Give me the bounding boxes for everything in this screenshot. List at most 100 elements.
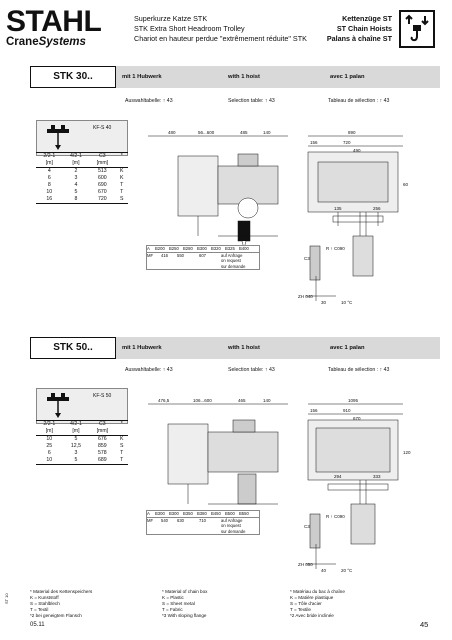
cell: K bbox=[119, 436, 124, 442]
cell: 689 bbox=[98, 457, 107, 463]
cell: B500 bbox=[225, 511, 235, 516]
cell: T bbox=[120, 189, 124, 195]
cell: B200 bbox=[155, 246, 165, 251]
cell: S bbox=[119, 196, 124, 202]
cell: B300 bbox=[155, 511, 165, 516]
dim-label: 106...600 bbox=[193, 398, 212, 403]
col-head: 2/2-1 bbox=[43, 421, 56, 427]
col-head: C3 bbox=[99, 421, 106, 427]
cell: 8 bbox=[74, 196, 78, 202]
cell: 10 bbox=[46, 436, 53, 442]
cell: 550 bbox=[177, 252, 184, 258]
footnotes-fr: * Matériau du bac à chaîne K = Matière p… bbox=[290, 589, 345, 619]
cell: 10 bbox=[46, 457, 53, 463]
footnote-line: K = Kunststoff bbox=[30, 595, 59, 600]
selection-de: Auswahltabelle: ↑ 43 bbox=[125, 98, 173, 104]
cell: B400 bbox=[239, 246, 249, 251]
dim-label: ZH 050 bbox=[298, 562, 313, 567]
dim-label: 40 bbox=[321, 568, 327, 573]
dim-label: 140 bbox=[263, 398, 271, 403]
cell: 6 bbox=[47, 175, 51, 181]
header-title-block: Superkurze Katze STK STK Extra Short Hea… bbox=[134, 14, 307, 44]
trolley-icon-box: KF-S 40 bbox=[36, 120, 128, 156]
hoist-fr: avec 1 palan bbox=[330, 74, 365, 80]
page-number: 45 bbox=[420, 620, 429, 629]
cell: K bbox=[119, 168, 124, 174]
cell: B325 bbox=[225, 246, 235, 251]
stahl-logo: STAHL bbox=[6, 5, 102, 38]
hoist-en: with 1 hoist bbox=[228, 345, 260, 351]
cell: 25 bbox=[46, 443, 53, 449]
cell: T bbox=[120, 182, 124, 188]
cell: 859 bbox=[98, 443, 107, 449]
footnote-line: S = Sheet metal bbox=[162, 601, 195, 606]
dim-label: 490 bbox=[353, 148, 361, 153]
dim-label: 156 bbox=[310, 140, 318, 145]
section-bar-stk30 bbox=[30, 66, 440, 88]
footnote-line: *2 bei geneigtem Flansch bbox=[30, 613, 82, 618]
footnote-line: *2 Avec bride inclinée bbox=[290, 613, 334, 618]
right-en: ST Chain Hoists bbox=[336, 24, 392, 33]
dim-label: 485 bbox=[240, 130, 248, 135]
dim-label: 333 bbox=[373, 474, 381, 479]
cell: 16 bbox=[46, 196, 53, 202]
unit bbox=[115, 160, 128, 168]
cell: 5 bbox=[74, 436, 78, 442]
side-code: ST 10 bbox=[4, 593, 9, 604]
footnote-line: K = Plastic bbox=[162, 595, 184, 600]
cell: B380 bbox=[197, 511, 207, 516]
dim-label: C3 bbox=[304, 524, 310, 529]
dim-label: 135 bbox=[334, 206, 342, 211]
dim-label: 476,5 bbox=[158, 398, 170, 403]
trolley-icon-box: KF-S 50 bbox=[36, 388, 128, 424]
col-head: C3 bbox=[99, 153, 106, 159]
cell: 416 bbox=[161, 252, 168, 258]
title-fr: Chariot en hauteur perdue "extrêmement r… bbox=[134, 34, 307, 43]
cell: sur demande bbox=[221, 263, 246, 269]
cell: 8 bbox=[47, 182, 51, 188]
selection-fr: Tableau de sélection : ↑ 43 bbox=[328, 98, 390, 104]
dim-label: 480 bbox=[168, 130, 176, 135]
cell: auf Anfrage bbox=[221, 252, 243, 258]
unit: [m] bbox=[72, 160, 80, 166]
cell: 607 bbox=[199, 252, 206, 258]
footnote-line: T = Fabric bbox=[162, 607, 183, 612]
footnote-line: T = Textile bbox=[290, 607, 311, 612]
footnote-line: T = Textil bbox=[30, 607, 49, 612]
cell: sur demande bbox=[221, 528, 246, 534]
cell: on request bbox=[221, 523, 241, 528]
trolley-icon bbox=[47, 125, 69, 150]
trolley-icon bbox=[47, 393, 69, 418]
dim-label: C3 bbox=[304, 256, 310, 261]
dim-label: 256 bbox=[373, 206, 381, 211]
dim-label: 10 °C bbox=[341, 300, 353, 305]
cell: B280 bbox=[183, 246, 193, 251]
unit bbox=[115, 428, 128, 436]
cell: 670 bbox=[98, 189, 107, 195]
cell: 12,5 bbox=[70, 443, 82, 449]
page-date: 05.11 bbox=[30, 622, 45, 628]
footnote-line: * Material des Kettenspeichers bbox=[30, 589, 93, 594]
cell: K bbox=[119, 175, 124, 181]
dim-label: 140 bbox=[263, 130, 271, 135]
hoist-de: mit 1 Hubwerk bbox=[122, 74, 162, 80]
r-label: R ↑ C090 bbox=[326, 246, 345, 251]
footnotes-de: * Material des Kettenspeichers K = Kunst… bbox=[30, 589, 92, 619]
cell: 710 bbox=[199, 517, 206, 523]
cell: B320 bbox=[211, 246, 221, 251]
col-head: 2/2-1 bbox=[43, 153, 56, 159]
title-en: STK Extra Short Headroom Trolley bbox=[134, 24, 245, 33]
unit: [mm] bbox=[96, 428, 109, 434]
model-title-stk30: STK 30.. bbox=[30, 66, 116, 88]
unit: [mm] bbox=[96, 160, 109, 166]
cell: B300 bbox=[169, 511, 179, 516]
col-head: * bbox=[120, 421, 123, 427]
cell: 690 bbox=[98, 182, 107, 188]
unit: [m] bbox=[45, 160, 53, 166]
footnote-line: * Material of chain box bbox=[162, 589, 208, 594]
